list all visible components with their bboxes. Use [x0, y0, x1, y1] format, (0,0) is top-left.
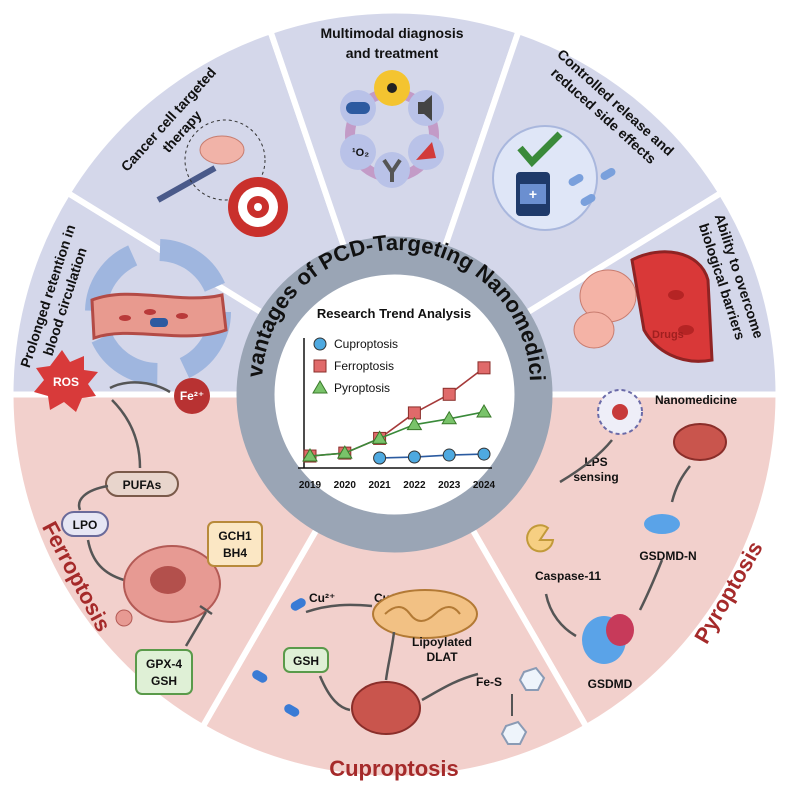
fe-s-cluster-icon	[518, 666, 546, 691]
lpo-label: LPO	[73, 518, 98, 532]
cuproptotic-cell-icon	[351, 681, 421, 735]
ferro-gsh-label: GSH	[151, 674, 177, 688]
pufas-label: PUFAs	[123, 478, 162, 492]
data-point-pyroptosis-2022	[406, 416, 423, 431]
legend-label-cuproptosis: Cuproptosis	[334, 337, 398, 351]
sensing-label: sensing	[573, 470, 618, 484]
ros-label: ROS	[53, 375, 79, 389]
syringe-icon	[156, 165, 217, 203]
cancer-cell-icon	[199, 135, 245, 165]
iron-ion-icon	[174, 378, 210, 414]
x-tick-2020: 2020	[334, 480, 357, 491]
x-tick-2022: 2022	[403, 480, 426, 491]
gsdmd-n-icon	[644, 514, 680, 534]
trend-chart: Research Trend Analysis CuproptosisFerro…	[298, 306, 496, 491]
data-point-pyroptosis-2019	[302, 448, 318, 462]
photothermal-icon	[416, 142, 436, 160]
cupro-gsh-label: GSH	[293, 654, 319, 668]
svg-text:and treatment: and treatment	[346, 45, 439, 61]
bh4-label: BH4	[223, 546, 247, 560]
series-line-pyroptosis	[309, 411, 485, 457]
data-point-cuproptosis-2021	[373, 451, 387, 465]
antibody-icon	[382, 158, 402, 182]
ultrasound-speaker-icon	[418, 95, 432, 121]
data-point-pyroptosis-2023	[441, 410, 458, 425]
cu2-label: Cu²⁺	[309, 591, 335, 605]
data-point-cuproptosis-2022	[407, 450, 421, 464]
vessel-wall-icon	[630, 250, 714, 363]
cuproptosis-title: Cuproptosis	[329, 756, 459, 781]
lps-label: LPS	[584, 455, 607, 469]
lipoylated-label: Lipoylated	[412, 635, 472, 649]
gch1-label: GCH1	[218, 529, 252, 543]
gpx4-gsh-box	[135, 649, 193, 695]
legend-marker-cuproptosis	[313, 337, 327, 351]
fe-label: Fe²⁺	[180, 389, 204, 403]
pufas-box	[105, 471, 179, 497]
legend-marker-pyroptosis	[312, 380, 328, 394]
data-point-pyroptosis-2021	[371, 430, 388, 444]
data-point-cuproptosis-2023	[442, 448, 456, 462]
legend-marker-ferroptosis	[313, 359, 327, 373]
x-tick-2024: 2024	[473, 480, 496, 491]
checkmark-icon	[517, 131, 563, 168]
gpx4-label: GPX-4	[146, 657, 182, 671]
data-point-cuproptosis-2024	[477, 447, 491, 461]
cuproptosis-panel: Cu²⁺ Cu⁺ Lipoylated DLAT GSH Fe-S Cuprop…	[252, 589, 546, 781]
wedge-multimodal	[266, 7, 523, 404]
data-point-pyroptosis-2024	[476, 403, 492, 418]
cupro-gsh-box	[283, 647, 329, 673]
oxygen-label: ¹O₂	[352, 147, 369, 159]
mitochondrion-icon	[372, 589, 478, 639]
x-tick-2021: 2021	[368, 480, 391, 491]
multimodal-illustration: ¹O₂	[340, 70, 444, 188]
fes-label: Fe-S	[476, 675, 502, 689]
recycle-vessel-illustration	[85, 239, 231, 385]
wedge-cuproptosis	[198, 388, 591, 782]
pill-icon	[346, 102, 370, 114]
gsdmd-n-label: GSDMD-N	[639, 549, 696, 563]
series-line-cuproptosis	[379, 453, 485, 459]
nanomedicine-label: Nanomedicine	[655, 393, 737, 407]
data-point-ferroptosis-2024	[477, 361, 491, 375]
x-tick-labels: 2019 2020 2021 2022 2023 2024	[299, 480, 496, 491]
pyroptotic-cell-icon	[673, 423, 727, 461]
blood-vessel-icon	[90, 292, 228, 341]
gsdmd-label: GSDMD	[588, 677, 633, 691]
chart-title: Research Trend Analysis	[317, 306, 471, 321]
label-multimodal: Multimodal diagnosis and treatment	[320, 25, 463, 61]
caspase-icon	[526, 524, 555, 553]
dlat-label: DLAT	[426, 650, 458, 664]
ros-burst-icon	[34, 350, 98, 412]
capsule-icon	[150, 318, 168, 327]
drugs-label: Drugs	[652, 329, 684, 341]
x-tick-2023: 2023	[438, 480, 461, 491]
gch1-bh4-box	[207, 521, 263, 567]
series-layer	[302, 361, 492, 465]
biological-barriers-illustration: Drugs	[573, 250, 714, 363]
svg-text:Multimodal diagnosis: Multimodal diagnosis	[320, 25, 463, 41]
svg-text:+: +	[529, 186, 537, 202]
legend-label-pyroptosis: Pyroptosis	[334, 381, 390, 395]
lpo-box	[61, 511, 109, 537]
targeted-therapy-illustration	[156, 119, 288, 237]
controlled-release-illustration: +	[492, 125, 616, 231]
caspase-label: Caspase-11	[535, 569, 601, 583]
cuproptosis-capsule-icon	[290, 598, 306, 611]
data-point-pyroptosis-2020	[336, 445, 353, 459]
x-tick-2019: 2019	[299, 480, 322, 491]
data-point-ferroptosis-2023	[442, 387, 456, 401]
legend-label-ferroptosis: Ferroptosis	[334, 359, 394, 373]
